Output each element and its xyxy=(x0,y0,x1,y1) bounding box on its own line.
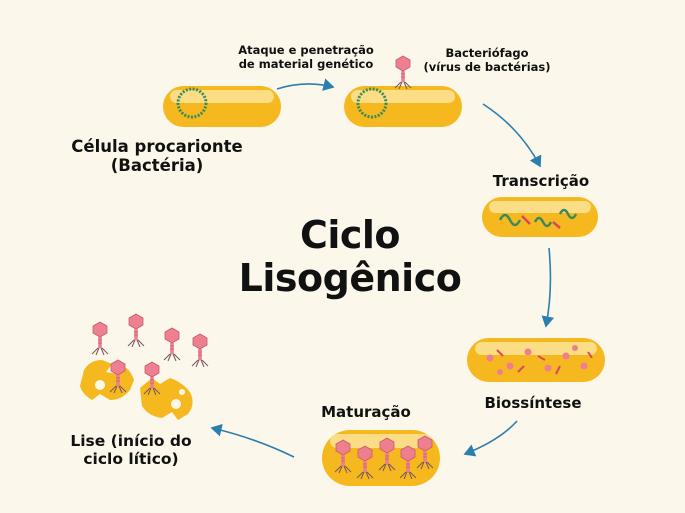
arrow-attack-to-transcription xyxy=(482,103,542,168)
lysis-label-line1: Lise (início do xyxy=(70,432,192,450)
prokaryotic-cell xyxy=(163,86,281,127)
diagram-title-line1: Ciclo xyxy=(299,213,401,257)
maturation-cell xyxy=(322,430,440,486)
arrow-biosynthesis-to-maturation xyxy=(463,420,518,457)
biosynthesis-label: Biossíntese xyxy=(484,394,582,412)
lysis-label-line2: ciclo lítico) xyxy=(83,450,179,469)
lysis-label: Lise (início do ciclo lítico) xyxy=(58,432,204,469)
arrow-transcription-to-biosynthesis xyxy=(541,247,555,328)
prokaryotic-cell-label: Célula procarionte (Bactéria) xyxy=(62,137,252,176)
attack-label: Ataque e penetração de material genético xyxy=(228,43,384,71)
biosynthesis-cell xyxy=(467,338,605,382)
bacteriophage-label-line2: (vírus de bactérias) xyxy=(423,59,551,74)
bacteriophage-icon xyxy=(394,55,412,90)
lysed-cell xyxy=(80,313,209,420)
attack-label-line1: Ataque e penetração xyxy=(238,43,374,57)
bacteriophage-label-line1: Bacteriófago xyxy=(445,46,529,60)
transcription-cell xyxy=(482,197,598,237)
diagram-title-line2: Lisogênico xyxy=(238,255,462,300)
prokaryotic-cell-label-line2: (Bactéria) xyxy=(110,156,204,176)
transcription-label: Transcrição xyxy=(492,172,590,190)
infected-cell xyxy=(344,55,462,127)
bacteriophage-label: Bacteriófago (vírus de bactérias) xyxy=(414,46,560,74)
arrow-cell-to-attack xyxy=(276,78,335,91)
attack-label-line2: de material genético xyxy=(238,56,374,71)
arrow-maturation-to-lysis xyxy=(210,423,295,458)
cycle-arrows xyxy=(210,78,555,458)
diagram-title: Ciclo Lisogênico xyxy=(215,214,485,299)
prokaryotic-cell-label-line1: Célula procarionte xyxy=(71,137,243,156)
maturation-label: Maturação xyxy=(321,403,411,421)
